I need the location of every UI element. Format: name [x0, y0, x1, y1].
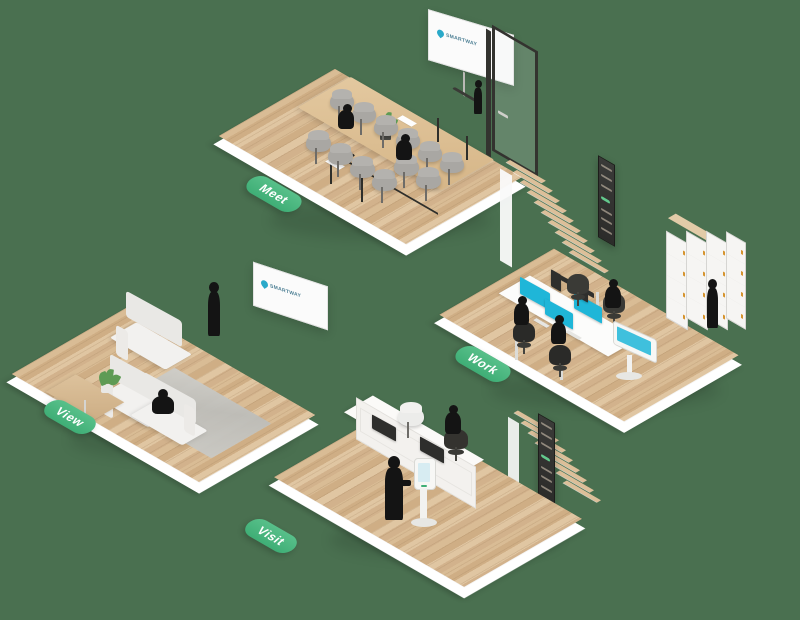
person-silhouette-seated [338, 110, 354, 129]
meeting-chair[interactable] [372, 168, 397, 204]
meeting-chair[interactable] [418, 140, 442, 175]
person-head [158, 389, 168, 399]
meeting-chair[interactable] [440, 151, 464, 186]
lower-stair-signage[interactable] [538, 413, 555, 505]
person-silhouette-standing [474, 88, 482, 114]
person-head [401, 134, 410, 143]
bench-leg [515, 338, 518, 360]
meeting-chair[interactable] [416, 166, 441, 202]
bench-leg [596, 292, 599, 314]
visit-floor-top [274, 392, 582, 604]
reception-chair[interactable] [398, 402, 424, 438]
person-head [518, 296, 527, 305]
task-chair[interactable] [549, 345, 571, 377]
person-head [609, 279, 618, 288]
person-arm [401, 480, 411, 486]
person-silhouette-seated [396, 140, 412, 160]
meeting-display-logo-text: SMARTWAY [446, 32, 478, 48]
person-silhouette-standing [208, 292, 220, 336]
door-jamb [486, 28, 491, 158]
person-head [449, 405, 458, 414]
zone-label-visit-text: Visit [253, 524, 289, 548]
person-head [388, 456, 400, 469]
person-silhouette-seated [551, 322, 566, 344]
meeting-chair[interactable] [350, 155, 375, 191]
lounge-display-logo-text: SMARTWAY [270, 282, 302, 300]
lounge-armchair[interactable] [109, 290, 193, 370]
person-silhouette-seated [605, 286, 621, 308]
meeting-chair[interactable] [306, 129, 331, 165]
task-chair[interactable] [513, 322, 535, 354]
meeting-chair[interactable] [352, 101, 376, 136]
person-head [555, 315, 564, 324]
locker-column[interactable] [666, 230, 688, 331]
task-chair[interactable] [567, 274, 589, 306]
table-leg [437, 118, 439, 142]
brand-mark-icon [259, 278, 270, 289]
person-head [343, 104, 352, 113]
meeting-chair[interactable] [394, 153, 419, 189]
reception-chair-occupied[interactable] [444, 429, 468, 461]
brand-mark-icon [435, 28, 446, 39]
table-leg [330, 158, 332, 184]
table-plant-pot [380, 132, 391, 140]
locker-column[interactable] [686, 230, 708, 331]
lounge-plant-pot [101, 384, 113, 393]
kiosk-status-indicator [421, 485, 427, 487]
glass-door[interactable] [492, 24, 538, 178]
person-silhouette-seated [445, 412, 461, 434]
meeting-chair[interactable] [374, 114, 398, 149]
table-leg [361, 176, 363, 202]
meeting-chair[interactable] [328, 142, 353, 178]
person-head [475, 80, 482, 88]
table-leg [466, 136, 468, 160]
side-table-leg [84, 400, 86, 420]
zone-label-visit[interactable]: Visit [239, 515, 303, 557]
person-silhouette-seated [514, 303, 529, 325]
person-silhouette-seated [152, 396, 174, 414]
person-head [708, 279, 717, 289]
person-silhouette-standing [707, 288, 718, 328]
locker-column[interactable] [726, 231, 746, 330]
person-head [209, 282, 219, 293]
person-silhouette-standing [385, 468, 403, 520]
